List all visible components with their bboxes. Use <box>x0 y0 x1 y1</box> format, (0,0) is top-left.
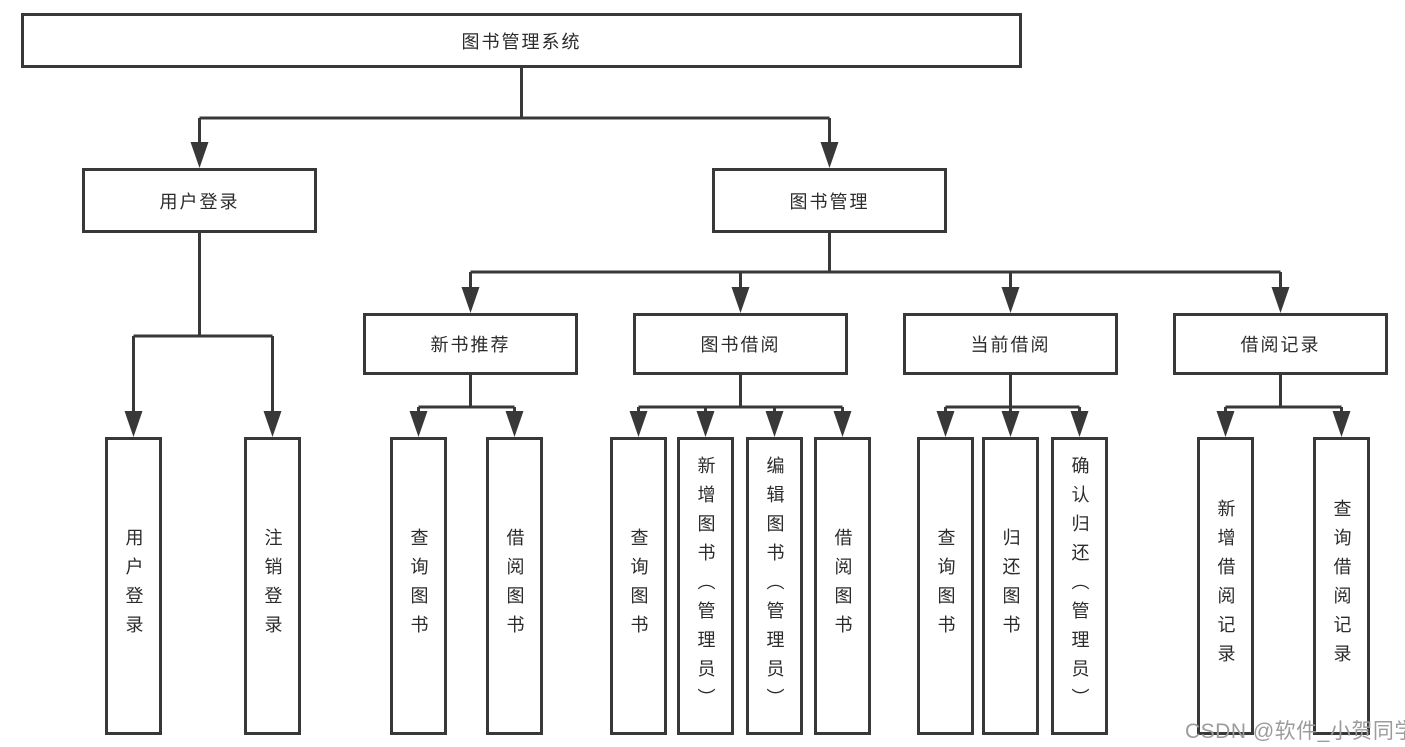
node-current-borrowing: 当前借阅 <box>903 313 1118 375</box>
leaf-query-borrow-record: 查询借阅记录 <box>1313 437 1370 735</box>
node-borrowing-records: 借阅记录 <box>1173 313 1388 375</box>
leaf-add-borrow-record: 新增借阅记录 <box>1197 437 1254 735</box>
leaf-add-borrow-record-label: 新增借阅记录 <box>1215 499 1236 673</box>
node-root-label: 图书管理系统 <box>461 31 582 52</box>
leaf-return-book: 归还图书 <box>982 437 1039 735</box>
leaf-query-books-current-label: 查询图书 <box>935 528 956 644</box>
leaf-user-login-label: 用户登录 <box>123 528 144 644</box>
leaf-query-borrow-record-label: 查询借阅记录 <box>1331 499 1352 673</box>
leaf-add-book-admin: 新增图书（管理员） <box>677 437 734 735</box>
leaf-borrow-books-label: 借阅图书 <box>832 528 853 644</box>
leaf-confirm-return-admin-label: 确认归还（管理员） <box>1069 455 1090 717</box>
leaf-query-books-recommend: 查询图书 <box>390 437 447 735</box>
leaf-borrow-books-recommend: 借阅图书 <box>486 437 543 735</box>
node-user-login-label: 用户登录 <box>159 191 240 212</box>
leaf-add-book-admin-label: 新增图书（管理员） <box>695 455 716 717</box>
leaf-return-book-label: 归还图书 <box>1000 528 1021 644</box>
node-new-book-recommend-label: 新书推荐 <box>430 335 511 355</box>
leaf-borrow-books: 借阅图书 <box>814 437 871 735</box>
node-new-book-recommend: 新书推荐 <box>363 313 578 375</box>
leaf-confirm-return-admin: 确认归还（管理员） <box>1051 437 1108 735</box>
node-book-borrowing: 图书借阅 <box>633 313 848 375</box>
leaf-logout-login: 注销登录 <box>244 437 301 735</box>
leaf-query-books-current: 查询图书 <box>917 437 974 735</box>
node-user-login: 用户登录 <box>82 168 317 233</box>
leaf-query-books-borrow: 查询图书 <box>610 437 667 735</box>
leaf-borrow-books-recommend-label: 借阅图书 <box>504 528 525 644</box>
leaf-edit-book-admin: 编辑图书（管理员） <box>746 437 803 735</box>
watermark-text: CSDN @软件_小贺同学 <box>1185 720 1405 743</box>
node-book-borrowing-label: 图书借阅 <box>700 335 781 355</box>
leaf-edit-book-admin-label: 编辑图书（管理员） <box>764 455 785 717</box>
leaf-logout-login-label: 注销登录 <box>262 528 283 644</box>
arrowheads <box>124 142 1351 437</box>
node-book-management-label: 图书管理 <box>789 191 870 212</box>
node-book-management: 图书管理 <box>712 168 947 233</box>
leaf-user-login: 用户登录 <box>105 437 162 735</box>
node-current-borrowing-label: 当前借阅 <box>970 335 1051 355</box>
node-root: 图书管理系统 <box>21 13 1022 68</box>
leaf-query-books-recommend-label: 查询图书 <box>408 528 429 644</box>
node-borrowing-records-label: 借阅记录 <box>1240 335 1321 355</box>
leaf-query-books-borrow-label: 查询图书 <box>628 528 649 644</box>
